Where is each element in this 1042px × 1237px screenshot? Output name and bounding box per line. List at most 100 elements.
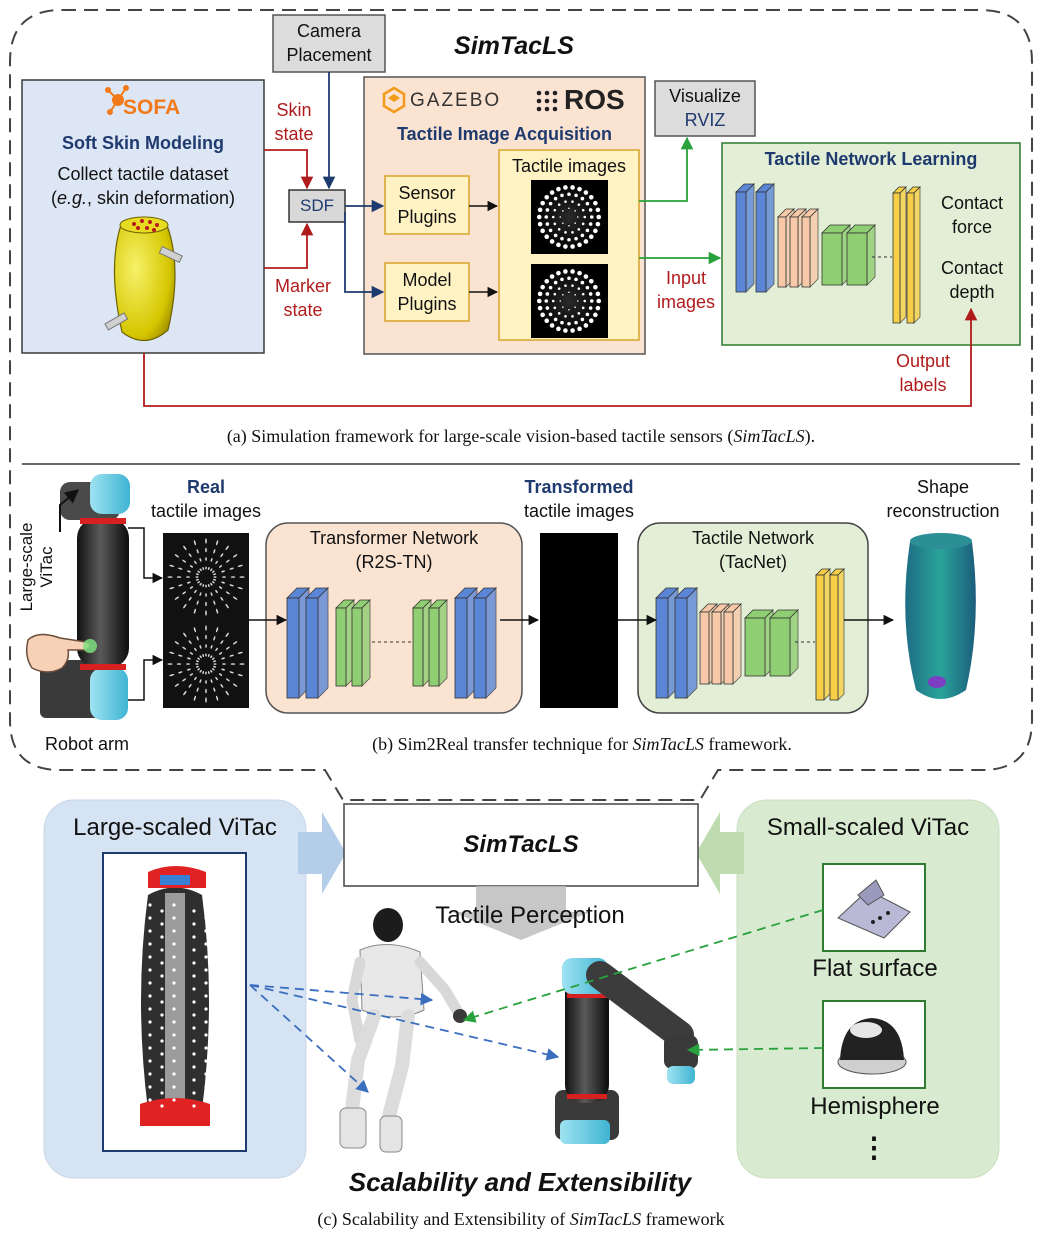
- real-tactile-dot: [195, 576, 199, 578]
- real-tactile-dot: [230, 576, 236, 578]
- more-ellipsis: ⋮: [860, 1132, 888, 1163]
- tactile-dot: [588, 278, 594, 284]
- tactile-dot: [593, 200, 598, 206]
- real-tactile-dot: [225, 678, 230, 682]
- vitac-hole: [160, 909, 164, 913]
- real-tactile-dot: [220, 683, 224, 688]
- real-tactile-dot: [215, 589, 218, 594]
- contact-depth-line1: Contact: [940, 258, 1004, 278]
- camera-box: [272, 14, 386, 73]
- flat-surface-label: Flat surface: [812, 955, 938, 982]
- transformed-sub-label: tactile images: [523, 501, 635, 521]
- vitac-hole: [172, 916, 176, 920]
- tactile-dot: [577, 186, 582, 192]
- tactile-disc: [534, 182, 604, 252]
- tactile-dot: [585, 228, 590, 233]
- tactile-dot: [553, 306, 557, 310]
- vitac-hole: [172, 1020, 176, 1024]
- tactile-dot: [560, 193, 564, 198]
- real-tactile-dot: [210, 669, 213, 673]
- tactile-dot: [571, 231, 574, 234]
- vitac-hole: [192, 1065, 196, 1069]
- real-tactile-dot: [174, 641, 180, 645]
- vitac-hole: [204, 1098, 208, 1102]
- real-tactile-dot: [199, 679, 202, 683]
- cnn-peach-layer: [699, 611, 710, 685]
- real-tactile-dot: [174, 683, 180, 687]
- real-tactile-dot: [199, 655, 202, 659]
- vitac-hole: [160, 1078, 164, 1082]
- real-tactile-dot: [210, 558, 213, 562]
- tactile-dot: [581, 306, 585, 310]
- tactile-dot: [577, 270, 582, 276]
- tactile-dot: [581, 292, 585, 296]
- arrow-real-top: [128, 527, 164, 584]
- caption-b-em: SimTacLS: [632, 734, 704, 754]
- sensor-plugins-line1: Sensor: [398, 183, 456, 203]
- tactile-dot: [562, 210, 564, 212]
- real-tactile-dot: [210, 645, 213, 649]
- dashed-arrow-hemisphere: [686, 1043, 824, 1057]
- real-tactile-dot: [218, 565, 223, 568]
- vitac-hole: [172, 1059, 176, 1063]
- tactile-dot: [559, 216, 562, 218]
- real-tactile-dot: [178, 671, 183, 674]
- cnn-green-layer-side: [789, 609, 799, 677]
- sofa-logo-text: SOFA: [123, 96, 181, 119]
- real-tactile-dot: [221, 581, 225, 584]
- shape-line2: reconstruction: [886, 501, 1000, 521]
- humanoid-robot-illustration: [339, 908, 467, 1153]
- robot-arm-illustration: [40, 474, 130, 720]
- cnn-blue-layer: [755, 191, 767, 293]
- vitac-hole: [160, 1013, 164, 1017]
- real-tactile-dot: [218, 652, 223, 655]
- vitac-hole: [204, 903, 208, 907]
- cnn-peach-layer: [777, 216, 787, 288]
- cnn-yellow-layer-side: [899, 186, 907, 324]
- real-tactile-dot: [194, 676, 197, 681]
- cnn-green-layer: [335, 607, 347, 687]
- tacnet-line2: (TacNet): [718, 552, 787, 572]
- real-tactile-dot: [205, 688, 207, 694]
- real-tactile-dot: [211, 581, 215, 584]
- tactile-dot: [581, 208, 585, 212]
- tactile-dot: [583, 323, 589, 328]
- tactile-dot: [564, 315, 567, 318]
- real-tactile-dot: [169, 651, 175, 654]
- real-tactile-dot: [205, 584, 207, 588]
- tactile-dot: [540, 312, 545, 318]
- real-tactile-dot: [188, 596, 192, 601]
- real-tactile-dot: [188, 640, 192, 645]
- real-tactile-dot: [210, 655, 213, 659]
- skin-state-line1: Skin: [276, 100, 312, 120]
- arrow-skin-state: [264, 149, 314, 190]
- tactile-dot: [545, 292, 550, 296]
- real-tactile-dot: [194, 647, 197, 652]
- tactile-dot: [583, 239, 589, 244]
- real-tactile-dot: [197, 668, 201, 671]
- vitac-hole: [160, 1000, 164, 1004]
- arrow-large-to-center: [298, 812, 346, 894]
- real-tactile-dot: [221, 570, 225, 573]
- tactile-dot: [537, 207, 543, 213]
- sensor-label-line1: Large-scale: [17, 522, 36, 612]
- vitac-hole: [204, 1085, 208, 1089]
- vitac-hole: [160, 961, 164, 965]
- real-tactile-dot: [222, 576, 226, 578]
- real-tactile-dot: [196, 636, 199, 641]
- sensor-plugins-box: [384, 175, 470, 235]
- vitac-hole: [148, 942, 152, 946]
- real-tactile-dot: [176, 663, 182, 665]
- vitac-hole: [204, 942, 208, 946]
- cnn-green-layer: [351, 607, 363, 687]
- real-tactile-dot: [213, 573, 217, 576]
- tactile-dot: [536, 214, 542, 220]
- sofa-line2-em: e.g.: [56, 188, 87, 208]
- tactile-dot: [545, 306, 550, 310]
- real-tactile-dot: [183, 603, 187, 609]
- vitac-hole: [172, 1046, 176, 1050]
- transformed-label: Transformed: [524, 477, 634, 497]
- model-plugins-line2: Plugins: [397, 294, 457, 314]
- real-tactile-dot: [239, 663, 245, 665]
